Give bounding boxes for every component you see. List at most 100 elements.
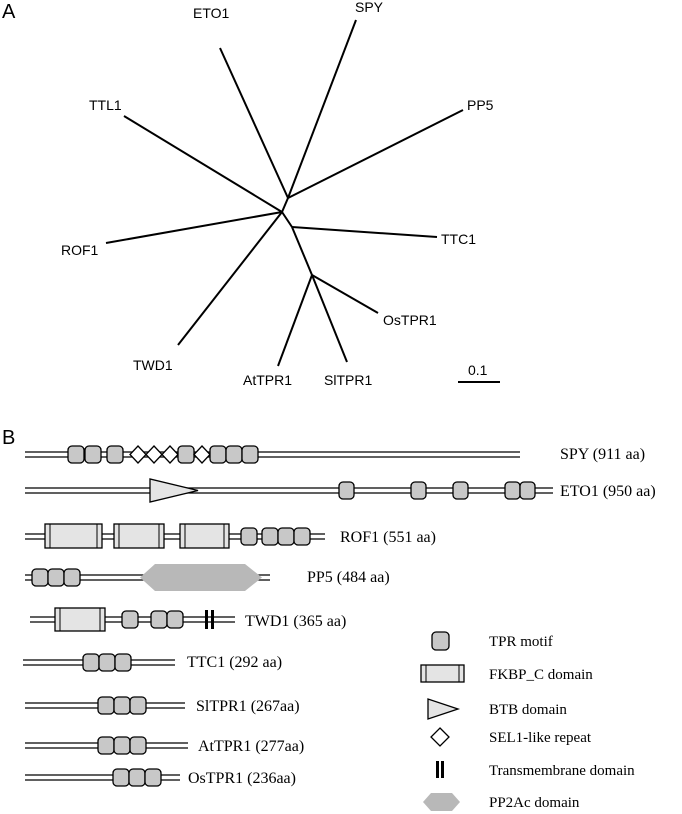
legend-tpr-icon [431,631,450,651]
taxon-label-ttc1: TTC1 [441,231,476,247]
protein-row-ttc1 [23,653,175,672]
legend-label-fkbp: FKBP_C domain [489,667,593,683]
protein-label-sltpr1: SlTPR1 (267aa) [196,698,300,715]
branch-ttc1 [291,226,438,238]
taxon-label-rof1: ROF1 [61,242,99,258]
protein-row-rof1 [25,523,325,549]
tpr-motif [144,768,162,787]
legend-label-pp2ac: PP2Ac domain [489,795,580,811]
tpr-motif [166,610,184,629]
protein-label-rof1: ROF1 (551 aa) [340,529,436,546]
tpr-motif [129,696,147,715]
sel1-repeat [145,445,163,464]
panel-a-letter: A [2,1,16,23]
branch-internal-c [291,226,313,276]
protein-row-eto1 [25,478,553,503]
legend-transmembrane-icon [436,761,439,778]
protein-label-ostpr1: OsTPR1 (236aa) [188,770,296,787]
protein-row-attpr1 [25,736,188,755]
tpr-motif [129,736,147,755]
pp2ac-domain [140,564,262,591]
protein-row-twd1 [30,607,235,632]
tpr-motif [261,527,279,546]
tpr-motif [31,568,49,587]
protein-label-spy: SPY (911 aa) [560,446,645,463]
tpr-motif [97,736,115,755]
legend-label-transmembrane: Transmembrane domain [489,763,635,779]
tpr-motif [452,481,469,500]
legend-fkbp-icon [420,664,465,683]
tpr-motif [338,481,355,500]
tpr-motif [114,653,132,672]
transmembrane-domain [211,610,214,629]
tpr-motif [241,445,259,464]
protein-label-pp5: PP5 (484 aa) [307,569,390,586]
legend-label-sel1: SEL1-like repeat [489,730,592,746]
tpr-motif [519,481,536,500]
fkbp-c-domain [179,523,230,549]
sel1-repeat [129,445,147,464]
tpr-motif [113,736,131,755]
tpr-motif [209,445,227,464]
taxon-label-attpr1: AtTPR1 [243,372,292,388]
branch-eto1 [219,47,289,199]
tpr-motif [98,653,116,672]
taxon-label-spy: SPY [355,0,384,15]
protein-row-spy [25,445,520,464]
sel1-repeat [193,445,211,464]
fkbp-c-domain [44,523,103,549]
legend-label-tpr: TPR motif [489,634,553,650]
scale-bar-label: 0.1 [468,362,488,378]
tpr-motif [150,610,168,629]
tpr-motif [225,445,243,464]
branch-sltpr1 [311,274,348,363]
legend-sel1-icon [430,727,450,747]
tpr-motif [121,610,139,629]
tpr-motif [113,696,131,715]
tpr-motif [82,653,100,672]
protein-label-eto1: ETO1 (950 aa) [560,483,656,500]
tpr-motif [67,445,85,464]
protein-label-ttc1: TTC1 (292 aa) [187,654,282,671]
branch-rof1 [105,211,283,244]
tpr-motif [293,527,311,546]
protein-label-twd1: TWD1 (365 aa) [245,613,346,630]
tpr-motif [240,527,258,546]
protein-label-attpr1: AtTPR1 (277aa) [198,738,304,755]
protein-row-pp5 [25,564,270,591]
taxon-label-eto1: ETO1 [193,5,230,21]
panel-b-letter: B [2,427,15,449]
taxon-label-pp5: PP5 [467,97,494,113]
legend-btb-icon [427,698,461,720]
fkbp-c-domain [54,607,106,632]
branch-twd1 [177,211,283,346]
tpr-motif [128,768,146,787]
taxon-label-sltpr1: SlTPR1 [324,372,372,388]
protein-row-sltpr1 [25,696,185,715]
taxon-label-ttl1: TTL1 [89,97,122,113]
fkbp-c-domain [113,523,165,549]
tpr-motif [504,481,521,500]
tpr-motif [84,445,102,464]
branch-ostpr1 [311,274,379,314]
tpr-motif [112,768,130,787]
tpr-motif [177,445,195,464]
tpr-motif [63,568,81,587]
sel1-repeat [161,445,179,464]
branch-attpr1 [277,274,313,367]
branch-internal-a [281,197,289,213]
legend-label-btb: BTB domain [489,702,567,718]
legend-pp2ac-icon [423,793,460,811]
transmembrane-domain [205,610,208,629]
branch-internal-b [281,211,293,228]
btb-domain [149,478,199,503]
branch-spy [287,19,357,199]
protein-row-ostpr1 [25,768,180,787]
tpr-motif [97,696,115,715]
phylogenetic-tree [105,19,464,367]
taxon-label-ostpr1: OsTPR1 [383,312,437,328]
taxon-label-twd1: TWD1 [133,357,173,373]
tpr-motif [106,445,124,464]
